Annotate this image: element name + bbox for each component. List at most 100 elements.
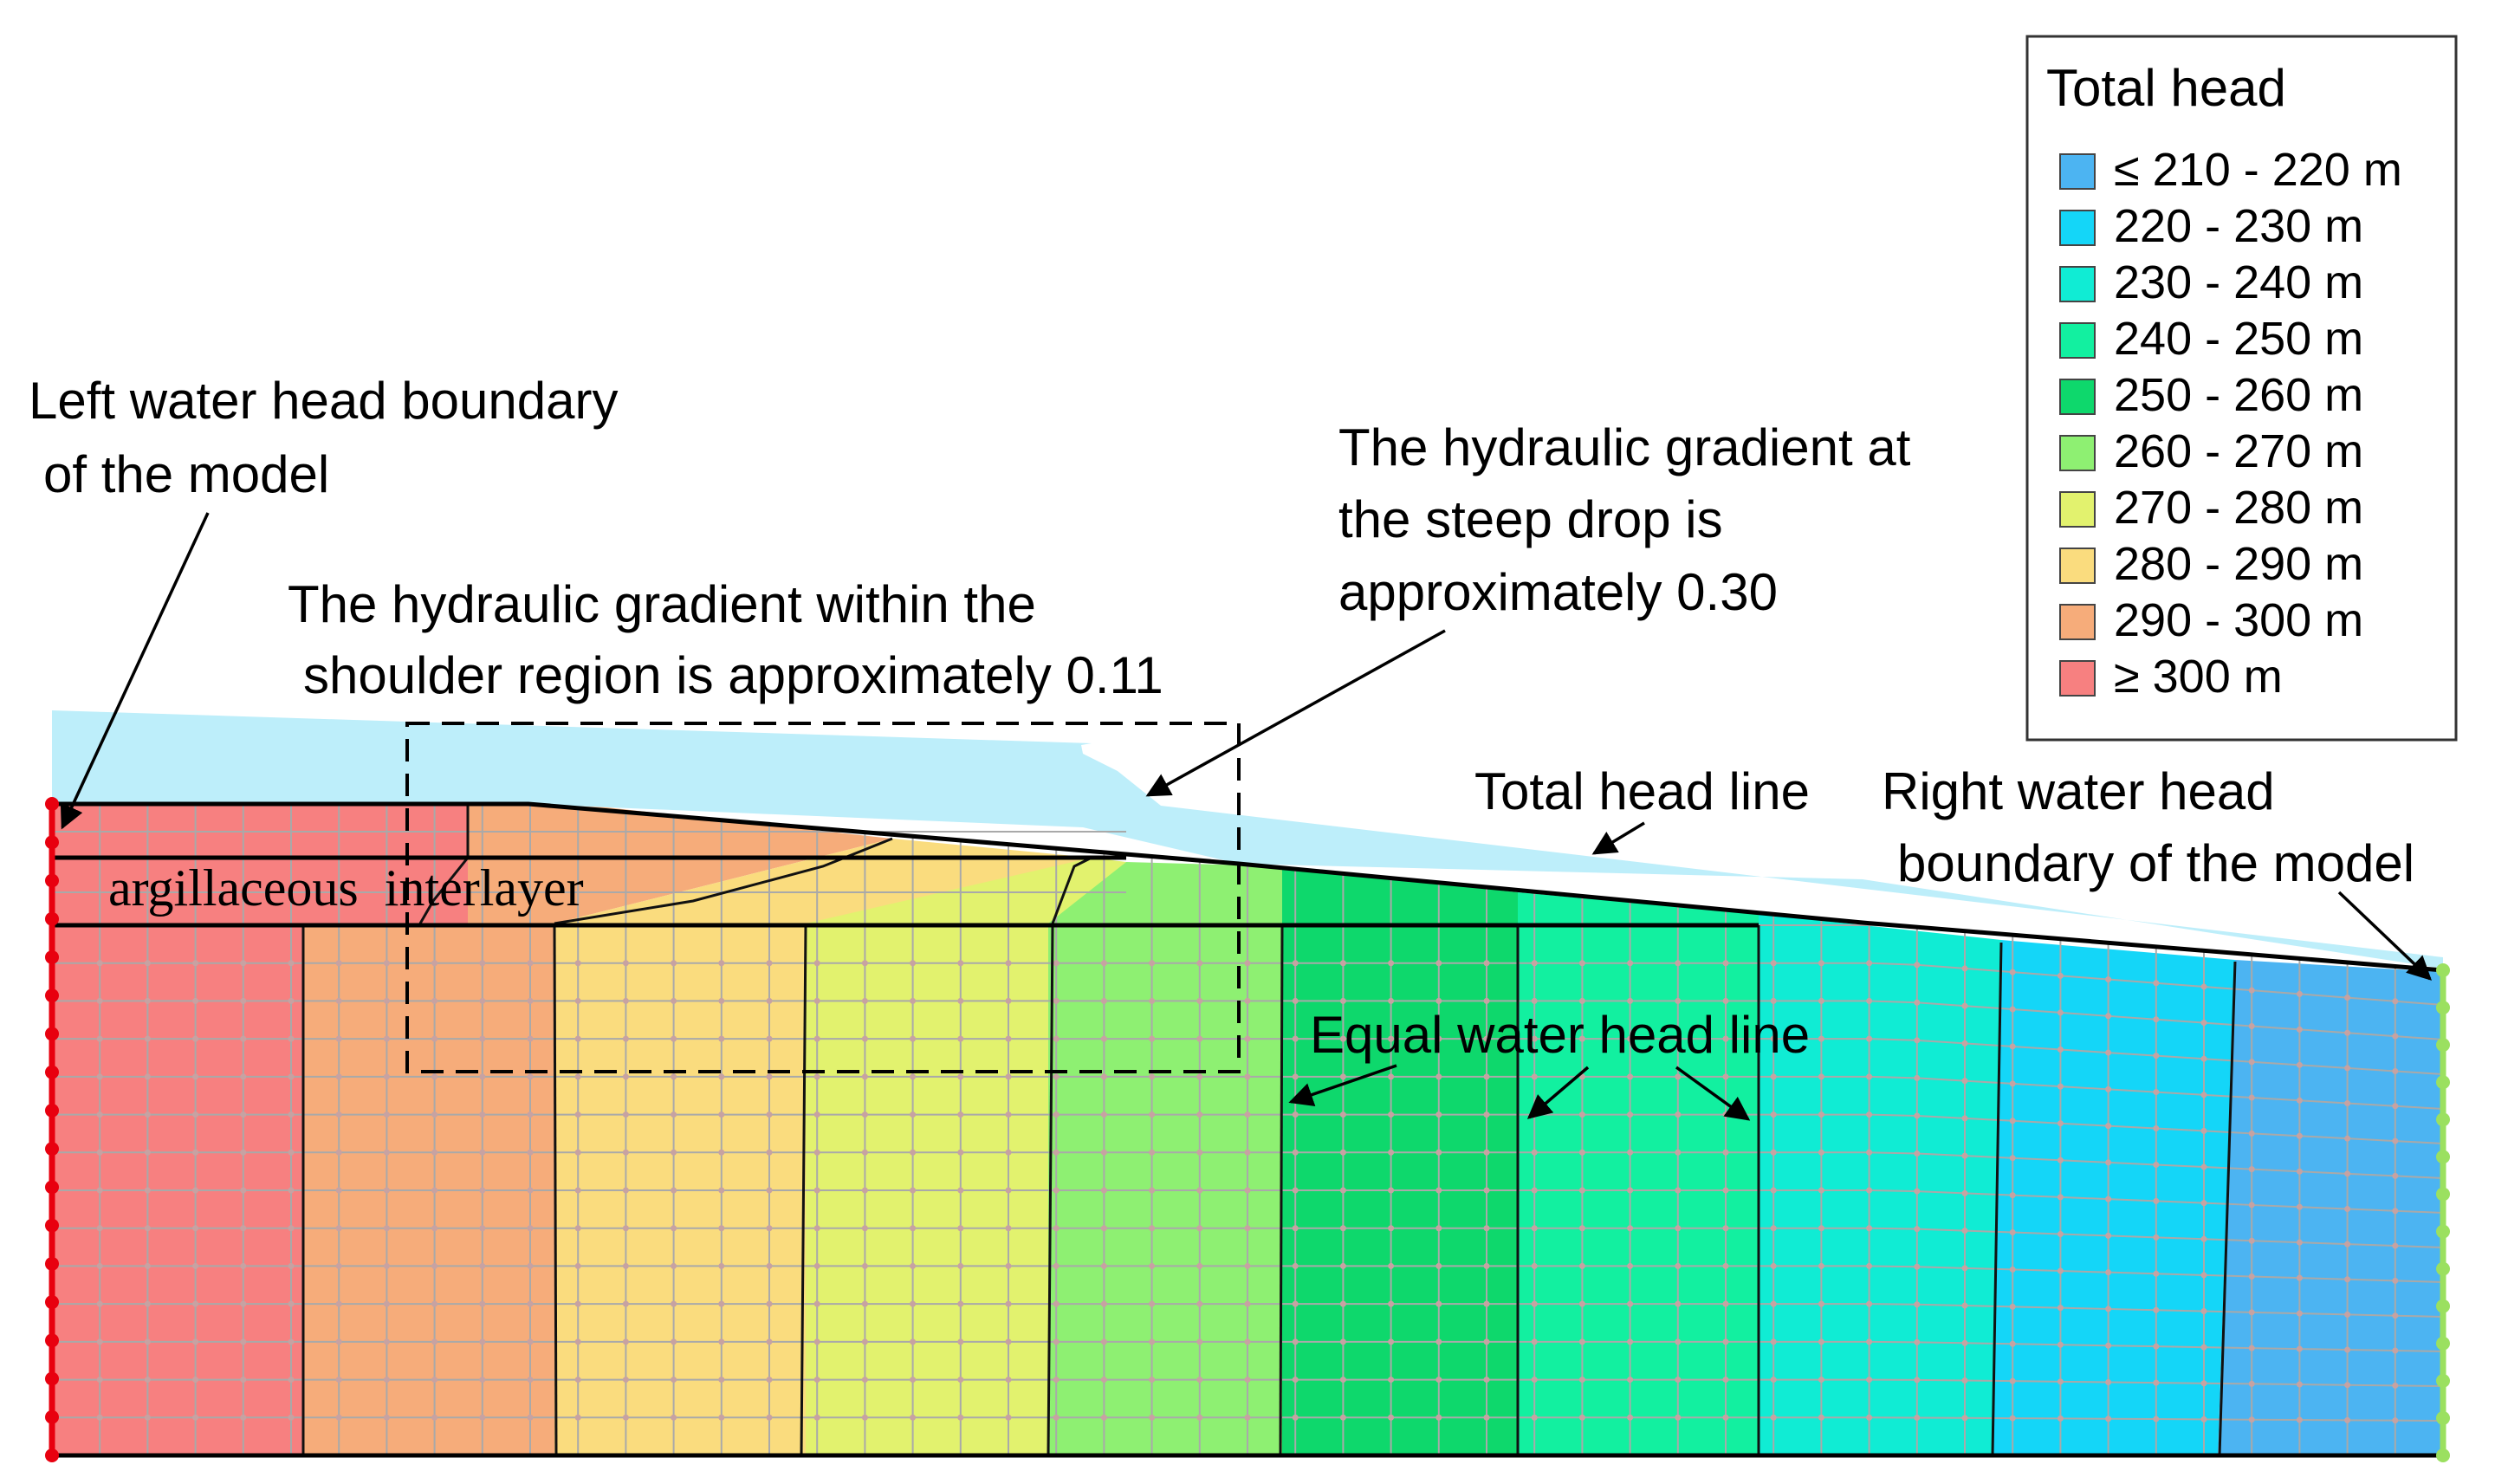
mesh-node bbox=[2392, 1067, 2399, 1074]
left-boundary-node bbox=[45, 1409, 59, 1424]
mesh-node bbox=[383, 1149, 390, 1156]
mesh-node bbox=[1292, 1338, 1299, 1345]
mesh-node bbox=[144, 997, 151, 1004]
mesh-node bbox=[335, 1149, 342, 1156]
mesh-node bbox=[240, 1111, 247, 1118]
mesh-node bbox=[1435, 1187, 1442, 1194]
legend-item: 290 - 300 m bbox=[2059, 594, 2363, 646]
mesh-node bbox=[2296, 1168, 2303, 1175]
right-boundary-node bbox=[2436, 1075, 2450, 1090]
mesh-node bbox=[1244, 1035, 1251, 1042]
mesh-node bbox=[1770, 960, 1777, 967]
mesh-node bbox=[1292, 1149, 1299, 1156]
mesh-node bbox=[335, 1262, 342, 1269]
mesh-node bbox=[288, 997, 295, 1004]
mesh-node bbox=[2296, 1097, 2303, 1104]
mesh-node bbox=[574, 1073, 581, 1080]
mesh-node bbox=[240, 1035, 247, 1042]
mesh-node bbox=[957, 1414, 964, 1421]
mesh-node bbox=[335, 1338, 342, 1345]
mesh-node bbox=[192, 1073, 199, 1080]
mesh-node bbox=[240, 1149, 247, 1156]
equal-head-arrow-2 bbox=[1526, 1066, 1590, 1119]
mesh-node bbox=[1339, 1338, 1346, 1345]
mesh-node bbox=[240, 997, 247, 1004]
mesh-node bbox=[671, 960, 677, 967]
mesh-node bbox=[1292, 1035, 1299, 1042]
mesh-node bbox=[1866, 1377, 1873, 1384]
mesh-node bbox=[766, 997, 773, 1004]
mesh-node bbox=[1339, 1035, 1346, 1042]
left-boundary-node bbox=[45, 988, 59, 1003]
mesh-node bbox=[335, 1111, 342, 1118]
mesh-node bbox=[1388, 1300, 1395, 1307]
mesh-node bbox=[240, 1073, 247, 1080]
mesh-node bbox=[622, 1377, 629, 1384]
mesh-node bbox=[1627, 1149, 1634, 1156]
mesh-node bbox=[1818, 1187, 1824, 1194]
mesh-node bbox=[813, 960, 820, 967]
mesh-node bbox=[2057, 1120, 2064, 1127]
mesh-node bbox=[527, 1225, 534, 1232]
mesh-node bbox=[1914, 1074, 1921, 1081]
mesh-node bbox=[2296, 1416, 2303, 1423]
mesh-node bbox=[813, 1262, 820, 1269]
mesh-node bbox=[1578, 960, 1585, 967]
mesh-node bbox=[479, 1300, 486, 1307]
mesh-node bbox=[1818, 1149, 1824, 1156]
mesh-node bbox=[2153, 1416, 2160, 1422]
mesh-node bbox=[718, 1149, 725, 1156]
mesh-node bbox=[96, 1111, 103, 1118]
mesh-node bbox=[813, 1187, 820, 1194]
mesh-node bbox=[2009, 1303, 2016, 1310]
mesh-node bbox=[1339, 1300, 1346, 1307]
mesh-node bbox=[192, 1149, 199, 1156]
mesh-node bbox=[2009, 1118, 2016, 1124]
mesh-node bbox=[2105, 1196, 2112, 1202]
mesh-node bbox=[2009, 969, 2016, 975]
mesh-node bbox=[1053, 1035, 1060, 1042]
mesh-node bbox=[1961, 1339, 1968, 1346]
mesh-node bbox=[1005, 1377, 1012, 1384]
total-head-line-label: Total head line bbox=[1474, 762, 1810, 820]
mesh-node bbox=[240, 1262, 247, 1269]
mesh-node bbox=[288, 1262, 295, 1269]
mesh-node bbox=[2153, 1234, 2160, 1241]
left-boundary-nodes bbox=[45, 797, 59, 1462]
mesh-node bbox=[2296, 990, 2303, 997]
mesh-node bbox=[431, 1300, 438, 1307]
mesh-node bbox=[1866, 1300, 1873, 1307]
legend-label: 280 - 290 m bbox=[2114, 538, 2363, 590]
mesh-node bbox=[574, 1300, 581, 1307]
right-boundary-node bbox=[2436, 1299, 2450, 1313]
mesh-node bbox=[1578, 1187, 1585, 1194]
mesh-node bbox=[910, 1111, 917, 1118]
mesh-node bbox=[1388, 1187, 1395, 1194]
right-boundary-node bbox=[2436, 1150, 2450, 1164]
mesh-node bbox=[1818, 1225, 1824, 1232]
mesh-node bbox=[1388, 1111, 1395, 1118]
mesh-node bbox=[2009, 1266, 2016, 1273]
mesh-node bbox=[144, 1187, 151, 1194]
mesh-node bbox=[1578, 1149, 1585, 1156]
mesh-node bbox=[957, 960, 964, 967]
mesh-node bbox=[1005, 1035, 1012, 1042]
mesh-node bbox=[1866, 1111, 1873, 1118]
mesh-node bbox=[1531, 1414, 1538, 1421]
mesh-node bbox=[2248, 1416, 2255, 1423]
mesh-node bbox=[2057, 1009, 2064, 1016]
legend-item: 270 - 280 m bbox=[2059, 482, 2363, 534]
mesh-node bbox=[957, 1225, 964, 1232]
mesh-node bbox=[861, 1225, 868, 1232]
mesh-node bbox=[1005, 1073, 1012, 1080]
mesh-node bbox=[1675, 1300, 1682, 1307]
mesh-node bbox=[479, 1035, 486, 1042]
mesh-node bbox=[144, 1073, 151, 1080]
zone-230-240 bbox=[1759, 914, 2001, 1455]
mesh-node bbox=[574, 1035, 581, 1042]
left-boundary-node bbox=[45, 1448, 59, 1462]
mesh-node bbox=[718, 997, 725, 1004]
zone-300-plus bbox=[52, 804, 468, 1455]
mesh-node bbox=[1388, 1073, 1395, 1080]
mesh-node bbox=[2009, 1415, 2016, 1422]
